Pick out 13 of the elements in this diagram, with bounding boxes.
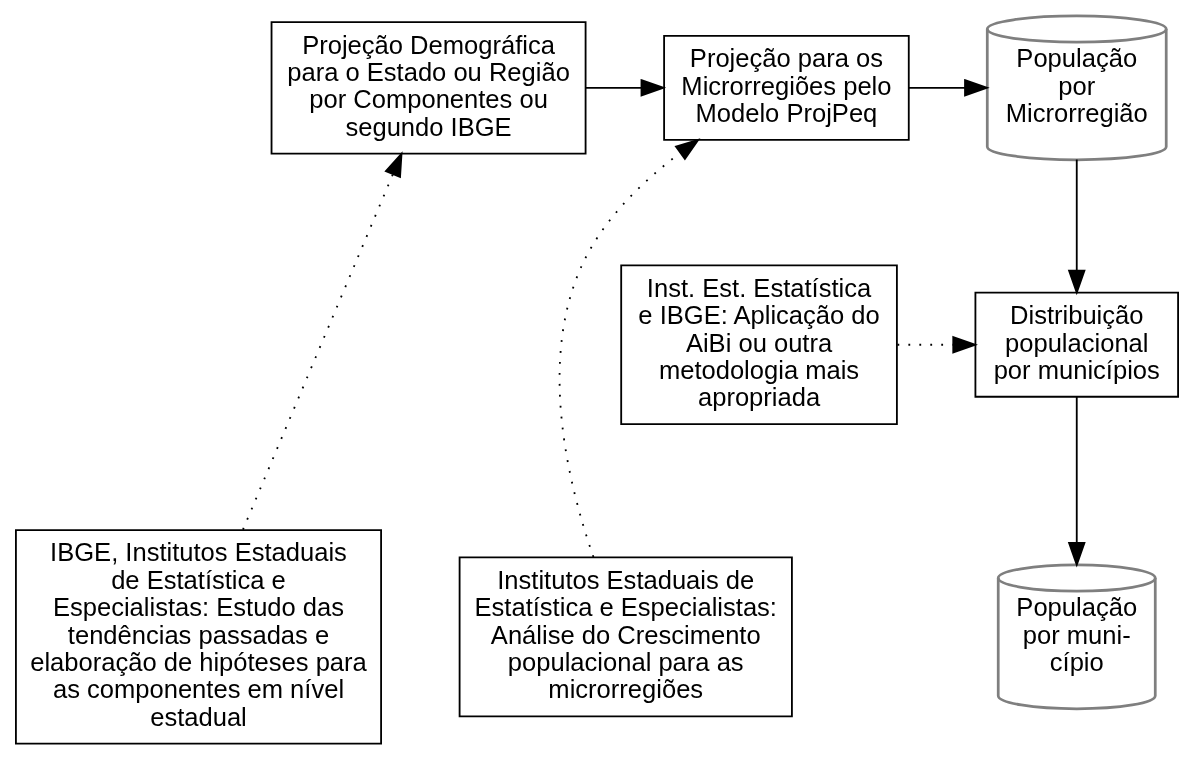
node-box: Institutos Estaduais de Estatística e Especialistas: Análise do Crescimento populacional para as microrregiões — [458, 556, 793, 718]
arrow — [896, 335, 978, 354]
node-box: IBGE, Institutos Estaduais de Estatística e Especialistas: Estudo das tendências passadas e elaboração de hipóteses para as componentes em nível estadual — [15, 529, 382, 745]
node-box: Projeção Demográfica para o Estado ou Região por Componentes ou segundo IBGE — [270, 21, 587, 155]
arrow — [584, 78, 667, 97]
arrow — [1067, 395, 1086, 568]
arrow — [558, 138, 701, 558]
arrow — [1067, 158, 1086, 296]
node-box: Inst. Est. Estatística e IBGE: Aplicação do AiBi ou outra metodologia mais apropriada — [620, 264, 898, 426]
node-box: Distribuição populacional por municípios — [974, 291, 1179, 398]
arrow — [242, 151, 403, 531]
node-box: Projeção para os Microrregiões pelo Modelo ProjPeq — [663, 34, 910, 141]
arrow — [908, 78, 990, 97]
